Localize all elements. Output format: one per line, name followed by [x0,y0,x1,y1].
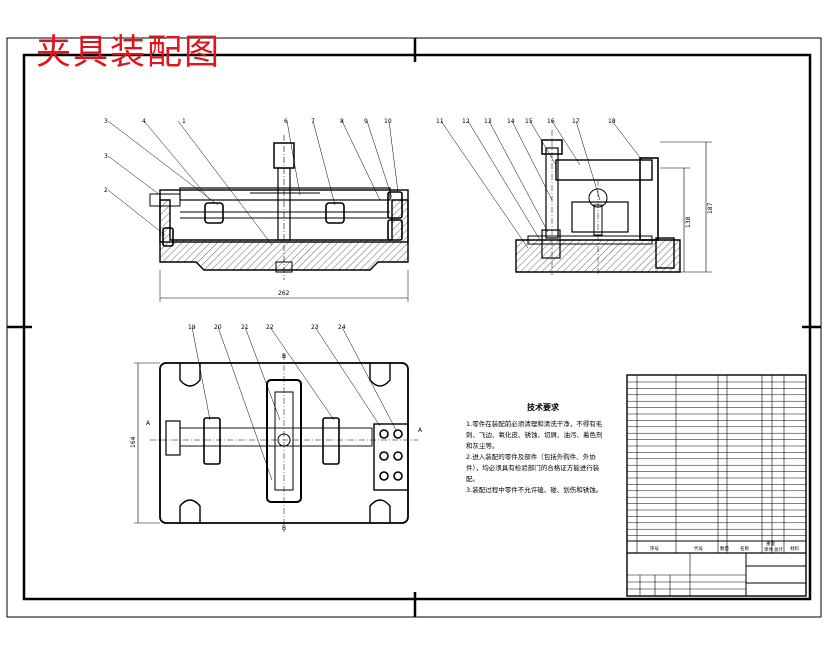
section-label: B [282,353,286,360]
tech-req-line: 2.进入装配的零件及部件（包括外购件、外协 [466,453,596,461]
technical-requirements-heading: 技术要求 [527,403,559,412]
tech-req-line: 配。 [466,475,479,483]
part-number-label: 11 [436,118,444,125]
part-number-label: 18 [608,118,616,125]
inner-border [22,53,812,601]
header-code: 代号 [694,545,703,552]
part-number-label: 10 [384,118,392,125]
part-number-label: 15 [525,118,533,125]
part-number-label: 8 [340,118,344,125]
side-view-labels: 11 12 13 14 15 16 17 18 138 187 [436,118,714,228]
tech-req-line: 1.零件在装配前必须清理和清洗干净，不得有毛 [466,420,603,428]
parts-list-table [626,374,807,597]
part-number-label: 16 [547,118,555,125]
dimension-outer: 187 [707,202,714,214]
part-number-label: 6 [284,118,288,125]
drawing-title: 夹具装配图 [36,33,222,73]
centering-marks [7,38,821,617]
part-number-label: 7 [311,118,315,125]
dimension-height: 164 [130,436,137,448]
tech-req-line: 件），均必须具有检验部门的合格证方能进行装 [466,464,600,472]
parts-list-header: 序号 代号 名称 数量 材料 单件 总计 重量 [650,540,799,553]
header-name: 名称 [740,545,749,552]
top-view-labels: 19 20 21 22 23 24 164 A A B B [130,324,423,532]
part-number-label: 23 [311,324,319,331]
section-label: B [282,525,286,532]
part-number-label: 20 [214,324,222,331]
part-number-label: 13 [484,118,492,125]
header-qty: 数量 [720,545,729,552]
header-index: 序号 [650,545,659,552]
tech-req-line: 3.装配过程中零件不允许磕、碰、划伤和锈蚀。 [466,486,603,494]
part-number-label: 24 [338,324,346,331]
part-number-label: 4 [142,118,146,125]
section-label: A [146,420,151,427]
front-view-labels: 1 2 3 3 4 6 7 8 9 10 262 [104,118,392,297]
part-number-label: 17 [572,118,580,125]
part-number-label: 14 [507,118,515,125]
part-number-label: 2 [104,187,108,194]
part-number-label: 3 [104,118,108,125]
header-material: 材料 [790,545,799,552]
section-label: A [418,427,423,434]
dimension-inner: 138 [685,216,692,228]
part-number-label: 12 [462,118,470,125]
header-total: 总计 [774,546,783,553]
part-number-label: 3 [104,153,108,160]
header-weight: 重量 [766,540,775,547]
header-unit: 单件 [764,546,773,553]
front-view [107,120,409,302]
part-number-label: 22 [266,324,274,331]
part-number-label: 1 [182,118,186,125]
side-view [440,120,712,275]
tech-req-line: 刺、飞边、氧化皮、锈蚀、切屑、油污、着色剂 [466,431,603,439]
tech-req-line: 和灰尘等。 [466,442,499,450]
part-number-label: 19 [188,324,196,331]
dimension-width: 262 [278,290,290,297]
part-number-label: 9 [364,118,368,125]
outer-frame [6,37,822,618]
top-view [134,326,418,532]
part-number-label: 21 [241,324,249,331]
